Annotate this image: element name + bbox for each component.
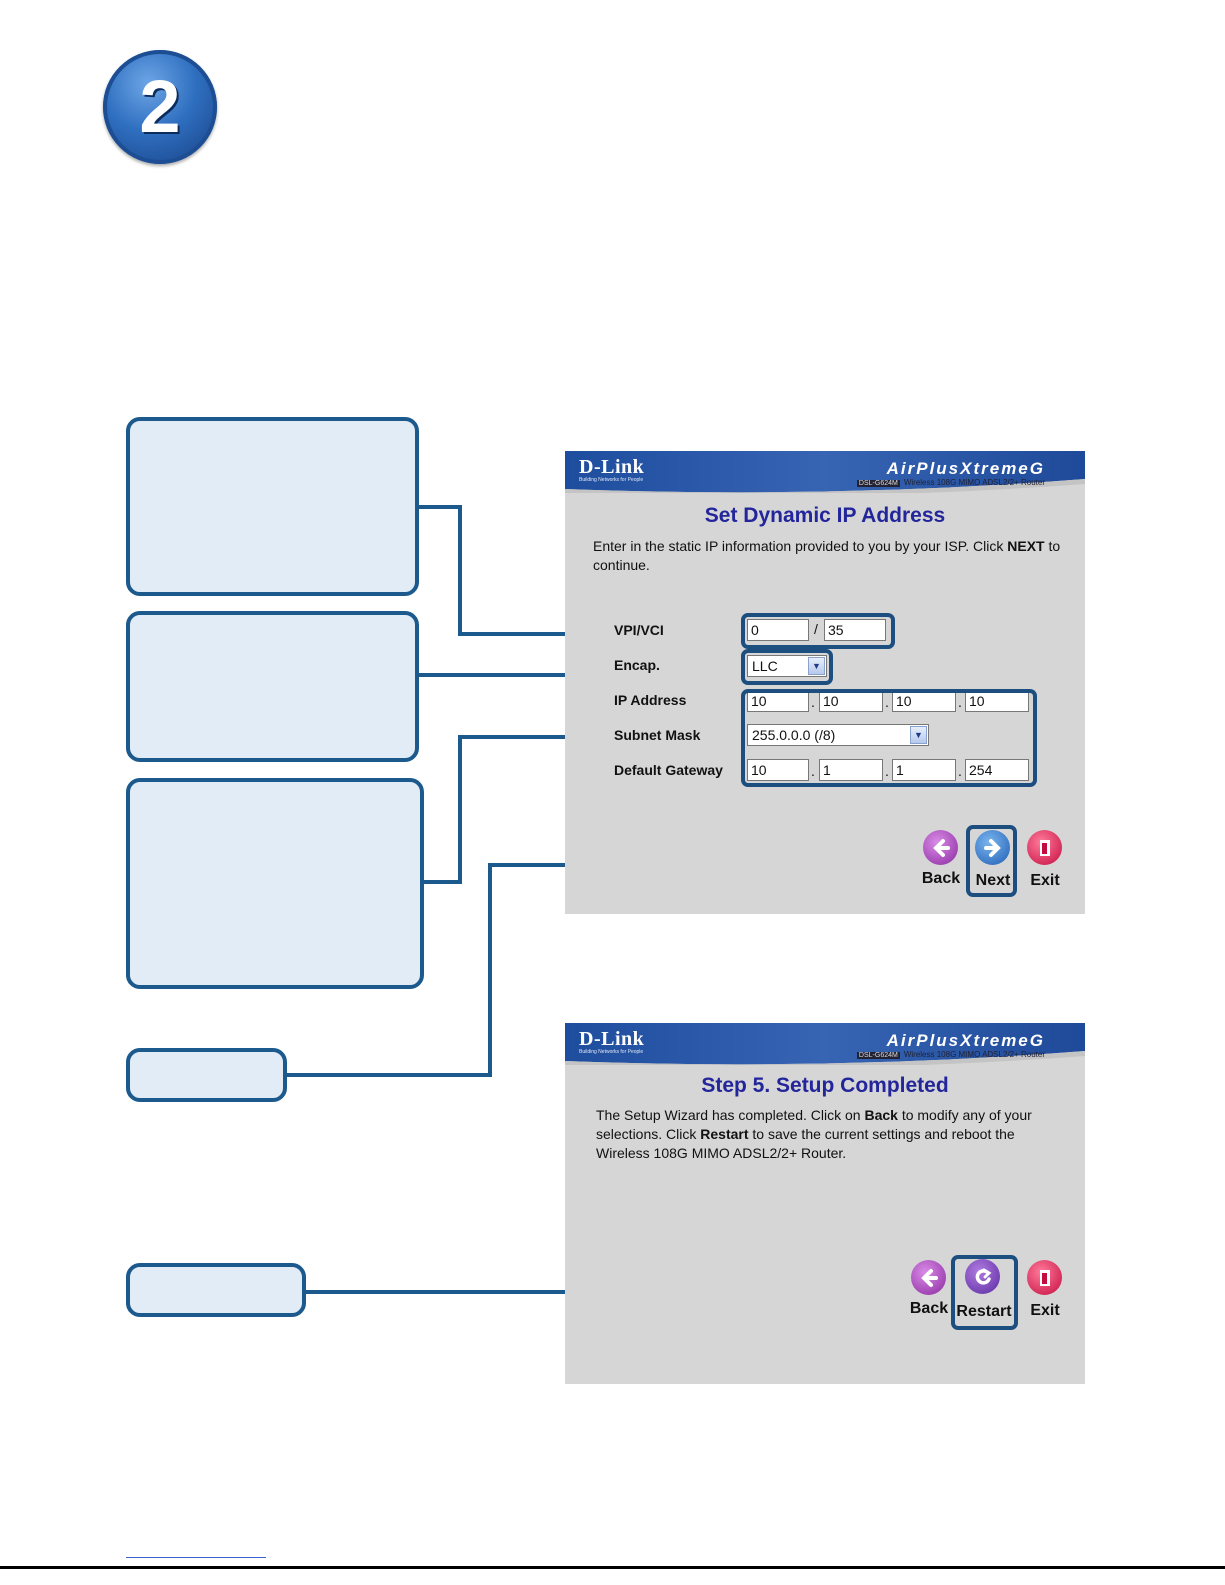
exit-icon[interactable] — [1027, 1260, 1062, 1295]
back-arrow-icon[interactable] — [923, 830, 958, 865]
gateway-octet-1[interactable]: 10 — [747, 759, 809, 781]
step-number-badge: 2 — [103, 50, 217, 164]
restart-button[interactable]: Restart — [956, 1303, 1012, 1320]
ip-octet-2[interactable]: 10 — [819, 690, 883, 712]
back-arrow-icon[interactable] — [911, 1260, 946, 1295]
completion-text: The Setup Wizard has completed. Click on… — [596, 1107, 1032, 1161]
model-description: Wireless 108G MIMO ADSL2/2+ Router — [903, 1050, 1045, 1059]
encap-select[interactable]: LLC ▼ — [747, 655, 827, 677]
gateway-octet-3[interactable]: 1 — [892, 759, 956, 781]
next-arrow-icon[interactable] — [975, 830, 1010, 865]
highlight-restart — [951, 1255, 1018, 1330]
callout-restart — [126, 1263, 306, 1317]
dlink-banner — [565, 451, 1085, 493]
product-line-logo: AirPlusXtremeG — [886, 459, 1045, 478]
page-title: Step 5. Setup Completed — [701, 1074, 949, 1097]
callout-ip-settings — [126, 778, 424, 989]
gateway-octet-2[interactable]: 1 — [819, 759, 883, 781]
chevron-down-icon: ▼ — [910, 726, 927, 744]
vpi-vci-label: VPI/VCI — [614, 622, 664, 638]
gateway-octet-4[interactable]: 254 — [965, 759, 1029, 781]
chevron-down-icon: ▼ — [808, 657, 825, 675]
vpi-vci-separator: / — [814, 621, 818, 637]
page-title: Set Dynamic IP Address — [704, 504, 946, 527]
screenshot-setup-completed: D-Link Building Networks for People AirP… — [565, 1023, 1085, 1384]
ip-octet-3[interactable]: 10 — [892, 690, 956, 712]
highlight-next — [966, 825, 1017, 897]
vpi-input[interactable]: 0 — [747, 619, 809, 641]
exit-button[interactable]: Exit — [1030, 1302, 1060, 1319]
footer-rule — [0, 1566, 1225, 1569]
dlink-tagline: Building Networks for People — [579, 1049, 644, 1055]
exit-icon[interactable] — [1027, 830, 1062, 865]
model-code: DSL-G624M — [856, 480, 900, 487]
highlight-ip-fields — [741, 689, 1037, 787]
dlink-logo: D-Link — [579, 1028, 645, 1050]
highlight-vpi-vci — [741, 613, 895, 649]
default-gateway-label: Default Gateway — [614, 762, 723, 778]
subnet-mask-select[interactable]: 255.0.0.0 (/8) ▼ — [747, 724, 929, 746]
callout-next — [126, 1048, 287, 1102]
back-button[interactable]: Back — [909, 1300, 949, 1317]
callout-vpi-vci — [126, 417, 419, 596]
screenshot-dynamic-ip: D-Link Building Networks for People AirP… — [565, 451, 1085, 914]
product-line-logo: AirPlusXtremeG — [886, 1031, 1045, 1050]
encap-label: Encap. — [614, 657, 660, 673]
footer-link-underline — [126, 1557, 266, 1558]
step-number: 2 — [139, 65, 181, 148]
ip-address-label: IP Address — [614, 692, 687, 708]
model-description: Wireless 108G MIMO ADSL2/2+ Router — [903, 478, 1045, 487]
vci-input[interactable]: 35 — [824, 619, 886, 641]
restart-icon[interactable] — [965, 1259, 1000, 1294]
model-code: DSL-G624M — [856, 1052, 900, 1059]
exit-button[interactable]: Exit — [1030, 872, 1060, 889]
highlight-encap — [741, 649, 833, 685]
dlink-banner — [565, 1023, 1085, 1065]
back-button[interactable]: Back — [921, 870, 961, 887]
dlink-tagline: Building Networks for People — [579, 477, 644, 483]
callout-encapsulation — [126, 611, 419, 762]
next-button[interactable]: Next — [975, 872, 1011, 889]
subnet-mask-label: Subnet Mask — [614, 727, 701, 743]
instruction-text: Enter in the static IP information provi… — [593, 538, 1061, 573]
dlink-logo: D-Link — [579, 456, 645, 478]
